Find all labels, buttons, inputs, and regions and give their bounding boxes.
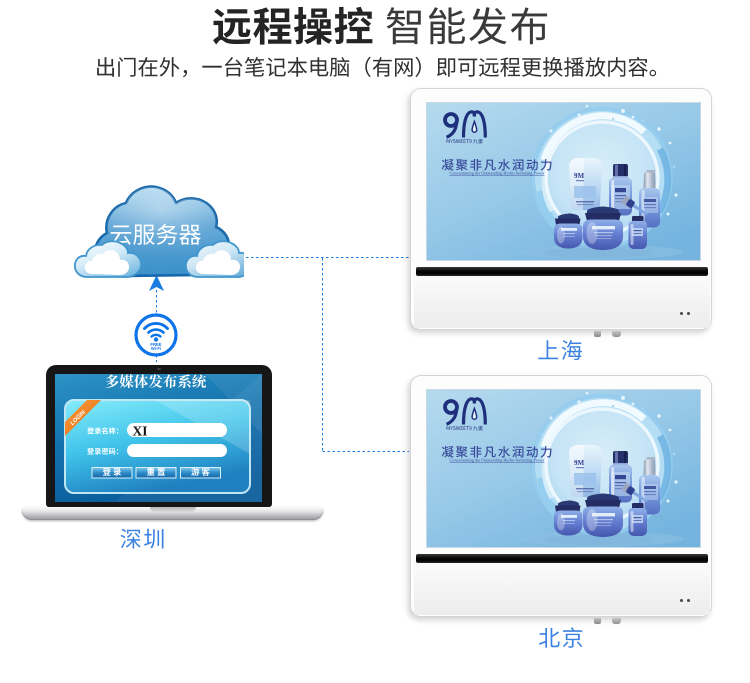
svg-text:XI: XI bbox=[133, 424, 148, 439]
svg-text:Concentrating the Outstanding: Concentrating the Outstanding Hydro-Soft… bbox=[450, 458, 546, 463]
svg-text:9M: 9M bbox=[574, 172, 585, 180]
svg-text:Concentrating the Outstanding: Concentrating the Outstanding Hydro-Soft… bbox=[450, 171, 546, 176]
svg-text:FREE: FREE bbox=[150, 342, 161, 347]
svg-text:Wi-Fi: Wi-Fi bbox=[151, 346, 161, 351]
svg-text:9M: 9M bbox=[574, 459, 585, 467]
